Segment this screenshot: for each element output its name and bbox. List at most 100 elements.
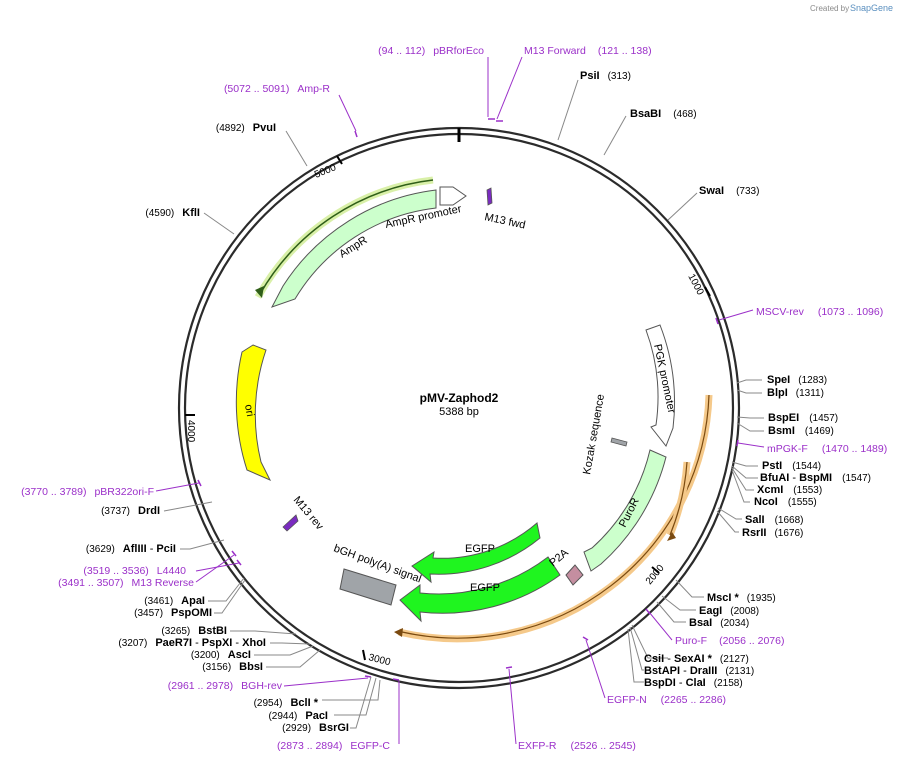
primer-m13forward: M13 Forward(121 .. 138)	[524, 45, 652, 57]
tick-mark-3000	[362, 649, 366, 661]
tick-label-4000: 4000	[185, 420, 196, 443]
pgk-promoter-arrow[interactable]	[645, 324, 675, 447]
orf-outer-line	[401, 394, 710, 639]
site-name2: PspXI	[202, 637, 233, 649]
site-pos: (2954)	[254, 698, 283, 709]
orf-inner-highlight	[666, 461, 691, 537]
site-name: BlpI	[767, 387, 788, 399]
site-name: PstI	[762, 460, 782, 472]
primer-leader-mscv	[718, 309, 754, 321]
site-pos: (4892)	[216, 123, 245, 134]
primer-leader-mpgk	[737, 442, 765, 448]
primer-marker-pbr322	[197, 479, 202, 487]
site-apaI: (3461)ApaI	[144, 595, 205, 607]
leader-pacI	[334, 677, 377, 716]
primer-leader-xfp	[508, 668, 517, 745]
leader-speI	[736, 379, 762, 384]
kozak-label: Kozak sequence	[581, 393, 607, 475]
primer-name: L4440	[157, 565, 186, 577]
snapgene-logo: SnapGene	[850, 3, 893, 13]
leader-bsaBI	[603, 115, 627, 156]
site-name: PspOMI	[171, 607, 212, 619]
site-pstI: PstI(1544)	[762, 460, 821, 472]
site-name2: PciI	[156, 543, 176, 555]
site-pos: (3200)	[191, 650, 220, 661]
primer-range: (2961 .. 2978)	[168, 680, 233, 692]
primer-name: EGFP-C	[350, 740, 390, 752]
tick-label-2000-right: 2000	[644, 562, 667, 586]
site-name: BbsI	[239, 661, 263, 673]
primer-range: (2526 .. 2545)	[571, 740, 636, 752]
egfp-label-1: EGFP	[465, 543, 495, 555]
leader-bspEI	[736, 416, 764, 419]
leader-salI	[717, 507, 742, 520]
site-pos: (3265)	[161, 626, 190, 637]
site-bsaBI: BsaBI(468)	[630, 108, 697, 120]
puror-feature-arrow[interactable]	[583, 449, 667, 572]
bgh-polya-feature[interactable]	[339, 568, 397, 606]
site-sep2: -	[232, 637, 242, 649]
kozak-feature[interactable]	[610, 437, 628, 447]
m13-rev-marker[interactable]	[282, 514, 299, 532]
m13-fwd-label: M13 fwd	[483, 211, 526, 231]
primer-name: pBR322ori-F	[94, 486, 154, 498]
ori-feature-arrow[interactable]	[235, 344, 272, 482]
site-sep: -	[789, 472, 799, 484]
primer-name: M13 Reverse	[132, 577, 195, 589]
site-bstBI: (3265)BstBI	[161, 625, 227, 637]
primer-leader-pbr322	[155, 482, 200, 492]
m13-fwd-marker[interactable]	[486, 187, 493, 206]
site-bfuAI: BfuAI - BspMI(1547)	[760, 472, 871, 484]
leader-pstI	[731, 461, 758, 467]
tick-mark-5000	[336, 155, 343, 165]
created-by-text: Created by	[810, 4, 849, 13]
primer-range: (2056 .. 2076)	[719, 635, 784, 647]
site-swaI: SwaI(733)	[699, 185, 759, 197]
primer-name: M13 Forward	[524, 45, 586, 57]
primer-marker-egfpc	[392, 678, 400, 681]
site-name: BspEI	[768, 412, 799, 424]
ampr-promoter-arrow[interactable]	[439, 186, 467, 206]
site-name: BsaI	[689, 617, 712, 629]
site-sep: -	[664, 653, 674, 665]
site-name: DrdI	[138, 505, 160, 517]
ampr-feature-arrow[interactable]	[270, 189, 437, 308]
leader-bstBI	[230, 630, 297, 635]
site-bspEI: BspEI(1457)	[768, 412, 838, 424]
site-eagI: EagI(2008)	[699, 605, 759, 617]
site-pos: (3156)	[202, 662, 231, 673]
site-name: BfuAI	[760, 472, 789, 484]
primer-leader-egfpn	[585, 639, 606, 699]
site-aflIII: (3629)AflIII - PciI	[86, 543, 176, 555]
primer-mscv: MSCV-rev(1073 .. 1096)	[756, 306, 883, 318]
site-pos: (3737)	[101, 506, 130, 517]
primer-name: pBRforEco	[433, 45, 484, 57]
primer-range: (1073 .. 1096)	[818, 306, 883, 318]
site-pacI: (2944)PacI	[268, 710, 328, 722]
primer-name: EXFP-R	[518, 740, 557, 752]
primer-marker-xfp	[505, 666, 513, 669]
primer-leader-l4440	[195, 562, 240, 572]
egfp-feature-1[interactable]	[411, 522, 541, 584]
site-sep: -	[680, 665, 690, 677]
primer-egfpc: (2873 .. 2894)EGFP-C	[277, 740, 390, 752]
leader-kflI	[203, 212, 235, 235]
p2a-feature[interactable]	[565, 564, 584, 586]
leader-rsrII	[716, 510, 739, 533]
site-name: PacI	[305, 710, 328, 722]
egfp-feature-2[interactable]	[399, 556, 561, 623]
leader-aflIII	[180, 539, 225, 550]
tick-label-5000: 5000	[313, 162, 338, 181]
primer-leader-ampr	[338, 94, 357, 132]
site-name: PaeR7I	[155, 637, 192, 649]
primer-range: (3770 .. 3789)	[21, 486, 86, 498]
primer-range: (3519 .. 3536)	[83, 565, 148, 577]
leader-blpI	[736, 389, 762, 394]
site-name: EagI	[699, 605, 722, 617]
site-bclI: (2954)BclI *	[254, 697, 319, 709]
site-name: KflI	[182, 207, 200, 219]
site-pos: (1283)	[798, 375, 827, 386]
site-name: NcoI	[754, 496, 778, 508]
primer-egfpn: EGFP-N(2265 .. 2286)	[607, 694, 726, 706]
plasmid-length: 5388 bp	[439, 406, 479, 418]
